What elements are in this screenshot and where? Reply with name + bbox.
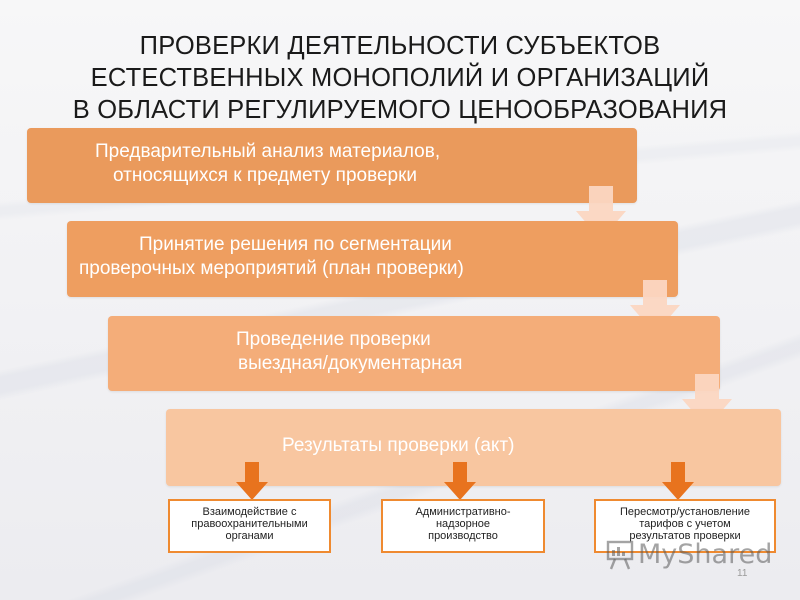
- outcome-1-line-1: Взаимодействие с: [202, 506, 297, 518]
- step-segmentation-decision: Принятие решения по сегментации провероч…: [67, 221, 678, 297]
- down-arrow-icon: [236, 462, 268, 500]
- watermark: MyShared: [606, 538, 776, 572]
- page-number: 11: [737, 568, 748, 579]
- title-line-1: ПРОВЕРКИ ДЕЯТЕЛЬНОСТИ СУБЪЕКТОВ: [139, 32, 661, 60]
- step-conduct-inspection: Проведение проверки выездная/документарн…: [108, 316, 720, 391]
- outcome-2-line-1: Административно-: [415, 506, 511, 518]
- step-2-line-1: Принятие решения по сегментации: [139, 234, 452, 255]
- step-3-line-2: выездная/документарная: [238, 353, 463, 374]
- outcome-2-line-2: надзорное: [435, 518, 491, 530]
- outcome-3-line-2: тарифов с учетом: [639, 518, 731, 530]
- outcome-2-line-3: производство: [428, 530, 498, 542]
- watermark-text: MyShared: [638, 539, 773, 570]
- step-4-line-1: Результаты проверки (акт): [282, 435, 515, 456]
- step-1-line-2: относящихся к предмету проверки: [113, 165, 418, 186]
- outcome-3-line-1: Пересмотр/установление: [620, 506, 750, 518]
- down-arrow-icon: [682, 374, 732, 428]
- title-line-2: ЕСТЕСТВЕННЫХ МОНОПОЛИЙ И ОРГАНИЗАЦИЙ: [90, 64, 710, 92]
- down-arrow-icon: [576, 186, 626, 240]
- outcome-1-line-2: правоохранительными: [191, 518, 308, 530]
- outcome-1-line-3: органами: [225, 530, 274, 542]
- outcome-tariff-revision: Пересмотр/установление тарифов с учетом …: [594, 499, 776, 553]
- outcome-3-line-3: результатов проверки: [629, 530, 741, 542]
- presentation-board-icon: [606, 540, 634, 570]
- slide-title: ПРОВЕРКИ ДЕЯТЕЛЬНОСТИ СУБЪЕКТОВ ЕСТЕСТВЕ…: [0, 30, 800, 126]
- down-arrow-icon: [444, 462, 476, 500]
- down-arrow-icon: [662, 462, 694, 500]
- outcome-administrative-proceedings: Административно- надзорное производство: [381, 499, 545, 553]
- step-1-line-1: Предварительный анализ материалов,: [95, 141, 441, 162]
- down-arrow-icon: [630, 280, 680, 334]
- step-3-line-1: Проведение проверки: [236, 329, 431, 350]
- step-preliminary-analysis: Предварительный анализ материалов, относ…: [27, 128, 637, 203]
- outcome-law-enforcement: Взаимодействие с правоохранительными орг…: [168, 499, 331, 553]
- title-line-3: В ОБЛАСТИ РЕГУЛИРУЕМОГО ЦЕНООБРАЗОВАНИЯ: [72, 96, 728, 124]
- step-2-line-2: проверочных мероприятий (план проверки): [79, 258, 464, 279]
